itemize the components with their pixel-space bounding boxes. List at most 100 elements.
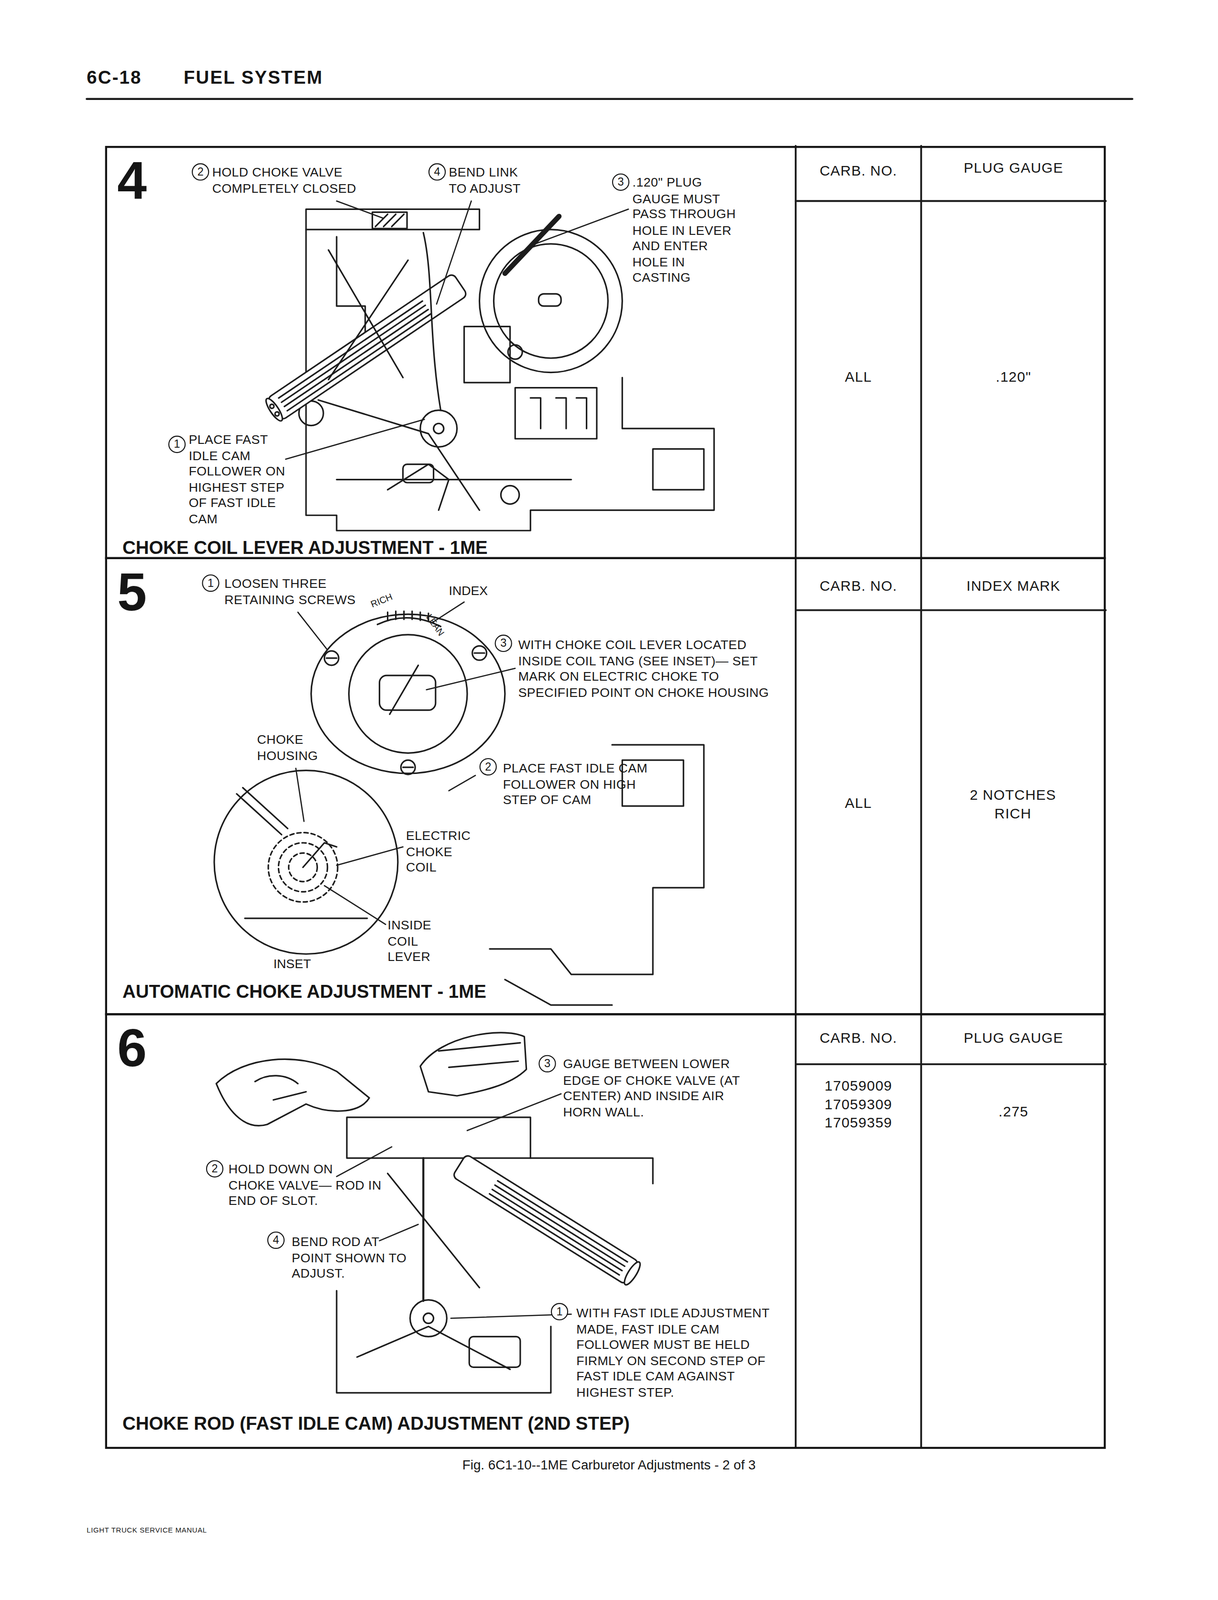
leader-line-part — [296, 768, 305, 822]
carburetor-drawing-part — [515, 387, 597, 439]
plug-gauge-part — [489, 1180, 628, 1275]
carburetor-drawing-part — [423, 1312, 434, 1323]
callout-number: 1 — [201, 574, 220, 592]
fast-idle-cam-part — [433, 423, 444, 434]
table-cell: 17059009 17059309 17059359 — [810, 1075, 908, 1131]
hand-part — [438, 1042, 521, 1067]
callout-text: ELECTRIC CHOKE COIL — [406, 828, 483, 876]
plug-gauge-part — [621, 1259, 643, 1287]
carburetor-drawing-part — [403, 464, 434, 483]
choke-housing — [479, 229, 623, 373]
choke-housing-part — [507, 344, 523, 360]
choke-housing-part — [379, 675, 436, 711]
table-cell: .120" — [921, 367, 1106, 386]
carburetor-drawing-part — [387, 1173, 480, 1288]
carburetor-drawing-part — [410, 1299, 448, 1337]
plug-gauge — [263, 273, 468, 423]
choke-valve-part — [372, 212, 408, 229]
callout-number: 3 — [612, 173, 630, 191]
plug-gauge-part — [266, 273, 468, 421]
table-cell: ALL — [795, 793, 922, 812]
scale-mark: RICH — [369, 591, 395, 610]
table-header: INDEX MARK — [921, 576, 1106, 595]
plug-gauge-part — [278, 300, 432, 411]
carburetor-drawing-part — [357, 1326, 511, 1370]
leader-line-part — [324, 885, 386, 925]
table-rule-part — [795, 1063, 1106, 1065]
callout-text: WITH FAST IDLE ADJUSTMENT MADE, FAST IDL… — [576, 1305, 781, 1401]
table-rule-part — [795, 145, 797, 1447]
choke-link-part — [328, 250, 404, 378]
callout-number: 2 — [191, 163, 209, 181]
leader-line — [336, 1093, 572, 1318]
inset-circle-part — [268, 832, 338, 902]
table-header: CARB. NO. — [795, 576, 922, 595]
choke-housing-part — [493, 243, 608, 359]
callout-text: PLACE FAST IDLE CAM FOLLOWER ON HIGH STE… — [503, 760, 665, 809]
callout-text: INSIDE COIL LEVER — [387, 918, 444, 966]
leader-line — [285, 200, 629, 460]
fast-idle-cam-part — [420, 410, 458, 448]
table-cell: 2 NOTCHES RICH — [962, 785, 1065, 823]
table-header: CARB. NO. — [795, 1028, 922, 1047]
plug-gauge-part — [269, 403, 275, 409]
leader-line-part — [436, 200, 472, 304]
callout-text: CHOKE HOUSING — [257, 732, 350, 765]
part-label: INSET — [273, 956, 312, 973]
callout-text: .120" PLUG GAUGE MUST PASS THROUGH HOLE … — [632, 175, 746, 286]
table-cell: .275 — [921, 1101, 1106, 1120]
table-cell: ALL — [795, 367, 922, 386]
carburetor-drawing-part — [652, 449, 704, 490]
plug-gauge-part — [274, 410, 280, 417]
carburetor-drawing-part — [422, 1157, 424, 1301]
choke-valve-part — [375, 214, 405, 227]
carburetor-drawing-part — [469, 1336, 521, 1367]
inset-circle-part — [214, 770, 398, 955]
leader-line-part — [336, 200, 384, 219]
choke-housing-part — [479, 229, 623, 373]
plug-gauge — [452, 1153, 643, 1287]
table-rule-part — [795, 609, 1106, 611]
fast-idle-cam-part — [318, 399, 480, 510]
table-header: PLUG GAUGE — [921, 158, 1106, 177]
hand — [216, 1032, 527, 1126]
header-rule-part — [86, 98, 1132, 100]
callout-text: HOLD CHOKE VALVE COMPLETELY CLOSED — [212, 165, 366, 198]
callout-number: 3 — [538, 1054, 556, 1073]
inset-circle — [214, 770, 398, 955]
carburetor-drawing-part — [387, 464, 450, 511]
callout-number: 4 — [428, 163, 446, 181]
callout-number: 3 — [494, 634, 513, 652]
header-rule — [86, 98, 1132, 100]
choke-housing-part — [400, 759, 416, 775]
leader-line — [296, 602, 516, 925]
callout-number: 2 — [479, 757, 497, 776]
callout-number: 1 — [550, 1302, 569, 1320]
hand-part — [216, 1058, 370, 1126]
choke-housing-part — [389, 665, 419, 714]
choke-housing-part — [311, 614, 505, 774]
choke-housing-part — [474, 652, 485, 654]
carburetor-drawing-part — [306, 208, 480, 230]
figure-caption: Fig. 6C1-10--1ME Carburetor Adjustments … — [0, 1456, 1218, 1472]
callout-text: LOOSEN THREE RETAINING SCREWS — [224, 576, 378, 608]
carburetor-drawing-part — [336, 1290, 551, 1393]
panel-title: CHOKE ROD (FAST IDLE CAM) ADJUSTMENT (2N… — [122, 1411, 630, 1435]
callout-text: BEND ROD AT POINT SHOWN TO ADJUST. — [291, 1234, 409, 1282]
inset-circle-part — [236, 793, 282, 835]
panel-title: AUTOMATIC CHOKE ADJUSTMENT - 1ME — [122, 980, 487, 1003]
choke-valve — [372, 212, 408, 229]
choke-housing-part — [538, 293, 561, 307]
leader-line-part — [426, 668, 516, 690]
table-rule-part — [795, 200, 1106, 202]
table-header: PLUG GAUGE — [921, 1028, 1106, 1047]
callout-number: 2 — [206, 1159, 224, 1177]
hand-part — [254, 1075, 307, 1100]
step-number: 5 — [117, 565, 147, 619]
page-title: FUEL SYSTEM — [183, 67, 324, 89]
leader-line-part — [467, 1093, 561, 1131]
choke-link-part — [328, 260, 408, 380]
leader-line-part — [449, 775, 476, 791]
inset-circle-part — [303, 842, 337, 867]
